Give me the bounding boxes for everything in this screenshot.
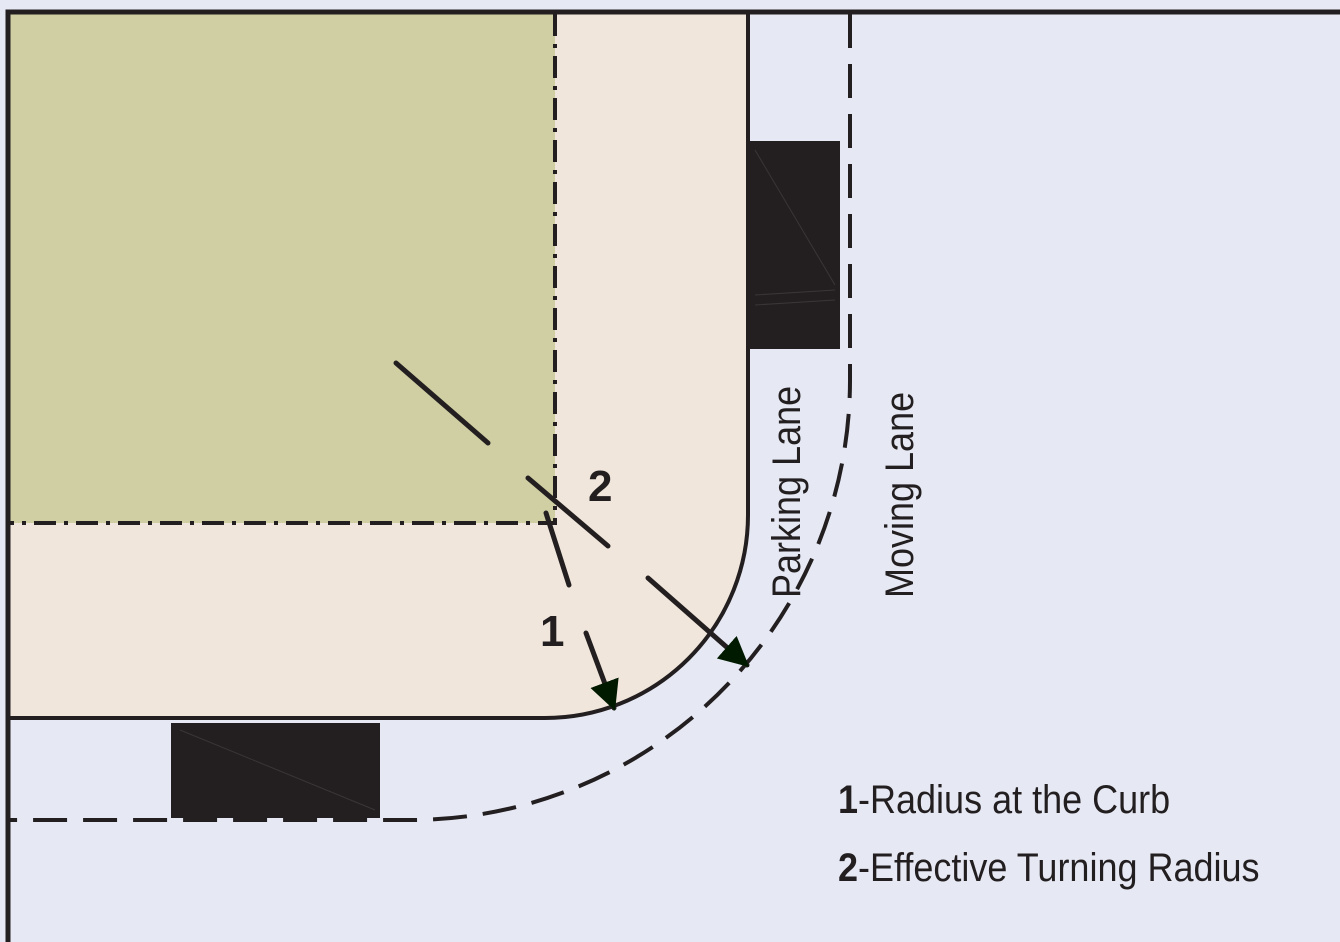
parked-car-horizontal — [171, 723, 380, 818]
legend-text: -Effective Turning Radius — [858, 846, 1260, 890]
marker-1-label: 1 — [540, 607, 564, 656]
marker-2-label: 2 — [588, 462, 612, 511]
legend-number: 2 — [838, 846, 859, 890]
property-lot — [10, 14, 555, 523]
moving-lane-label: Moving Lane — [878, 392, 922, 598]
parking-lane-label: Parking Lane — [765, 386, 809, 598]
legend-item-1: 1-Radius at the Curb — [838, 778, 1170, 823]
radius-line-2 — [393, 360, 750, 668]
property-line — [10, 14, 557, 525]
parked-car-vertical — [746, 141, 840, 349]
legend-item-2: 2-Effective Turning Radius — [838, 846, 1260, 891]
lane-divider-dashed — [10, 14, 852, 822]
legend-number: 1 — [838, 778, 859, 822]
legend-text: -Radius at the Curb — [858, 778, 1171, 822]
curb-line — [10, 14, 750, 720]
map-border — [5, 9, 1340, 942]
radius-line-1 — [543, 510, 619, 711]
